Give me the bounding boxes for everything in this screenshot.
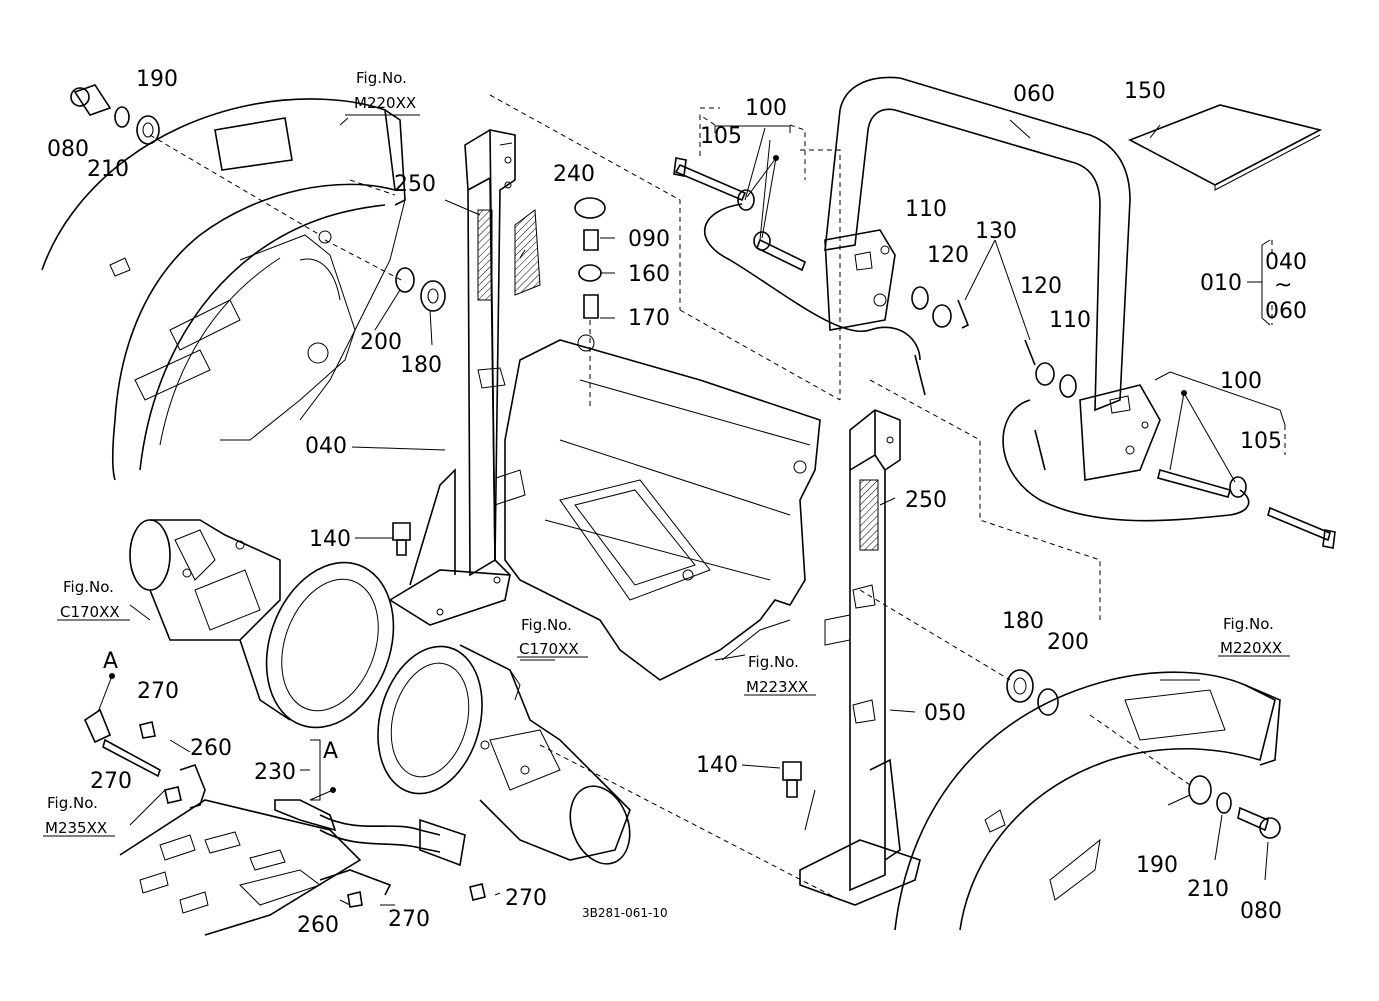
callout-140-left: 140 — [309, 527, 351, 552]
fig-ref-c170-center: C170XX — [519, 640, 579, 658]
diagram-id: 3B281-061-10 — [582, 906, 668, 920]
manual-150 — [1128, 104, 1323, 191]
callout-200-left: 200 — [360, 330, 402, 355]
bracket-100-top — [699, 107, 806, 241]
callout-150: 150 — [1124, 79, 1166, 104]
callout-260-a: 260 — [190, 736, 232, 761]
callout-180-left: 180 — [400, 353, 442, 378]
center-floor-plate — [489, 334, 821, 681]
center-axle-housing — [377, 644, 631, 865]
fig-label-c170-left: Fig.No. — [63, 578, 114, 596]
callout-040: 040 — [305, 434, 347, 459]
callout-050: 050 — [924, 701, 966, 726]
callout-180-right: 180 — [1002, 609, 1044, 634]
callout-270-c: 270 — [505, 886, 547, 911]
label-plate-240 — [514, 209, 541, 296]
callout-080-left: 080 — [47, 137, 89, 162]
callout-120-a: 120 — [927, 243, 969, 268]
callout-100-top: 100 — [745, 96, 787, 121]
fig-ref-m223: M223XX — [746, 678, 808, 696]
fig-label-m220-left: Fig.No. — [356, 69, 407, 87]
callout-240: 240 — [553, 162, 595, 187]
bracket-100-right — [1154, 371, 1286, 483]
callout-140-right: 140 — [696, 753, 738, 778]
callout-090: 090 — [628, 227, 670, 252]
callout-250-right: 250 — [905, 488, 947, 513]
left-post-040 — [388, 129, 516, 626]
fig-label-m223: Fig.No. — [748, 653, 799, 671]
callout-130: 130 — [975, 219, 1017, 244]
callout-110-a: 110 — [905, 197, 947, 222]
callout-270-b: 270 — [90, 769, 132, 794]
marker-a-leader-2 — [309, 789, 334, 801]
fig-ref-m220-left: M220XX — [354, 94, 416, 112]
callout-100-right: 100 — [1220, 369, 1262, 394]
callout-040-range: 040 — [1265, 250, 1307, 275]
callout-080-right: 080 — [1240, 899, 1282, 924]
fig-label-c170-center: Fig.No. — [521, 616, 572, 634]
callout-060-range: 060 — [1265, 299, 1307, 324]
callout-190-right: 190 — [1136, 853, 1178, 878]
callouts: 080 190 210 250 240 200 180 040 090 160 … — [47, 67, 1307, 938]
callout-160: 160 — [628, 262, 670, 287]
marker-a-2: A — [323, 739, 338, 764]
fig-label-m235: Fig.No. — [47, 794, 98, 812]
left-cover-plate — [119, 799, 362, 936]
callout-210-right: 210 — [1187, 877, 1229, 902]
callout-010: 010 — [1200, 271, 1242, 296]
fig-ref-m220-right: M220XX — [1220, 639, 1282, 657]
callout-270-a: 270 — [137, 679, 179, 704]
fig-refs: Fig.No. M220XX Fig.No. C170XX Fig.No. C1… — [43, 69, 1290, 920]
leader-lines — [129, 94, 1269, 906]
left-axle-housing — [129, 519, 395, 729]
fig-ref-c170-left: C170XX — [60, 603, 120, 621]
marker-a-1: A — [103, 649, 118, 674]
callout-230: 230 — [254, 760, 296, 785]
callout-210-left: 210 — [87, 157, 129, 182]
callout-105-top: 105 — [700, 124, 742, 149]
rops-bar-060 — [824, 76, 1161, 481]
callout-170: 170 — [628, 306, 670, 331]
callout-250-left: 250 — [394, 172, 436, 197]
brace-010 — [1247, 239, 1271, 326]
callout-190-left: 190 — [136, 67, 178, 92]
callout-270-d: 270 — [388, 907, 430, 932]
right-fender — [894, 671, 1281, 931]
callout-120-b: 120 — [1020, 274, 1062, 299]
callout-260-b: 260 — [297, 913, 339, 938]
callout-range-sep: ~ — [1274, 273, 1292, 298]
callout-200-right: 200 — [1047, 630, 1089, 655]
fig-label-m220-right: Fig.No. — [1223, 615, 1274, 633]
right-post-050 — [799, 409, 921, 906]
fig-ref-m235: M235XX — [45, 819, 107, 837]
hardware — [70, 84, 1336, 908]
leader-130 — [964, 239, 1031, 341]
left-fender — [41, 98, 406, 481]
callout-110-b: 110 — [1049, 308, 1091, 333]
callout-060: 060 — [1013, 82, 1055, 107]
marker-a-leader-1 — [97, 675, 113, 713]
callout-105-right: 105 — [1240, 429, 1282, 454]
